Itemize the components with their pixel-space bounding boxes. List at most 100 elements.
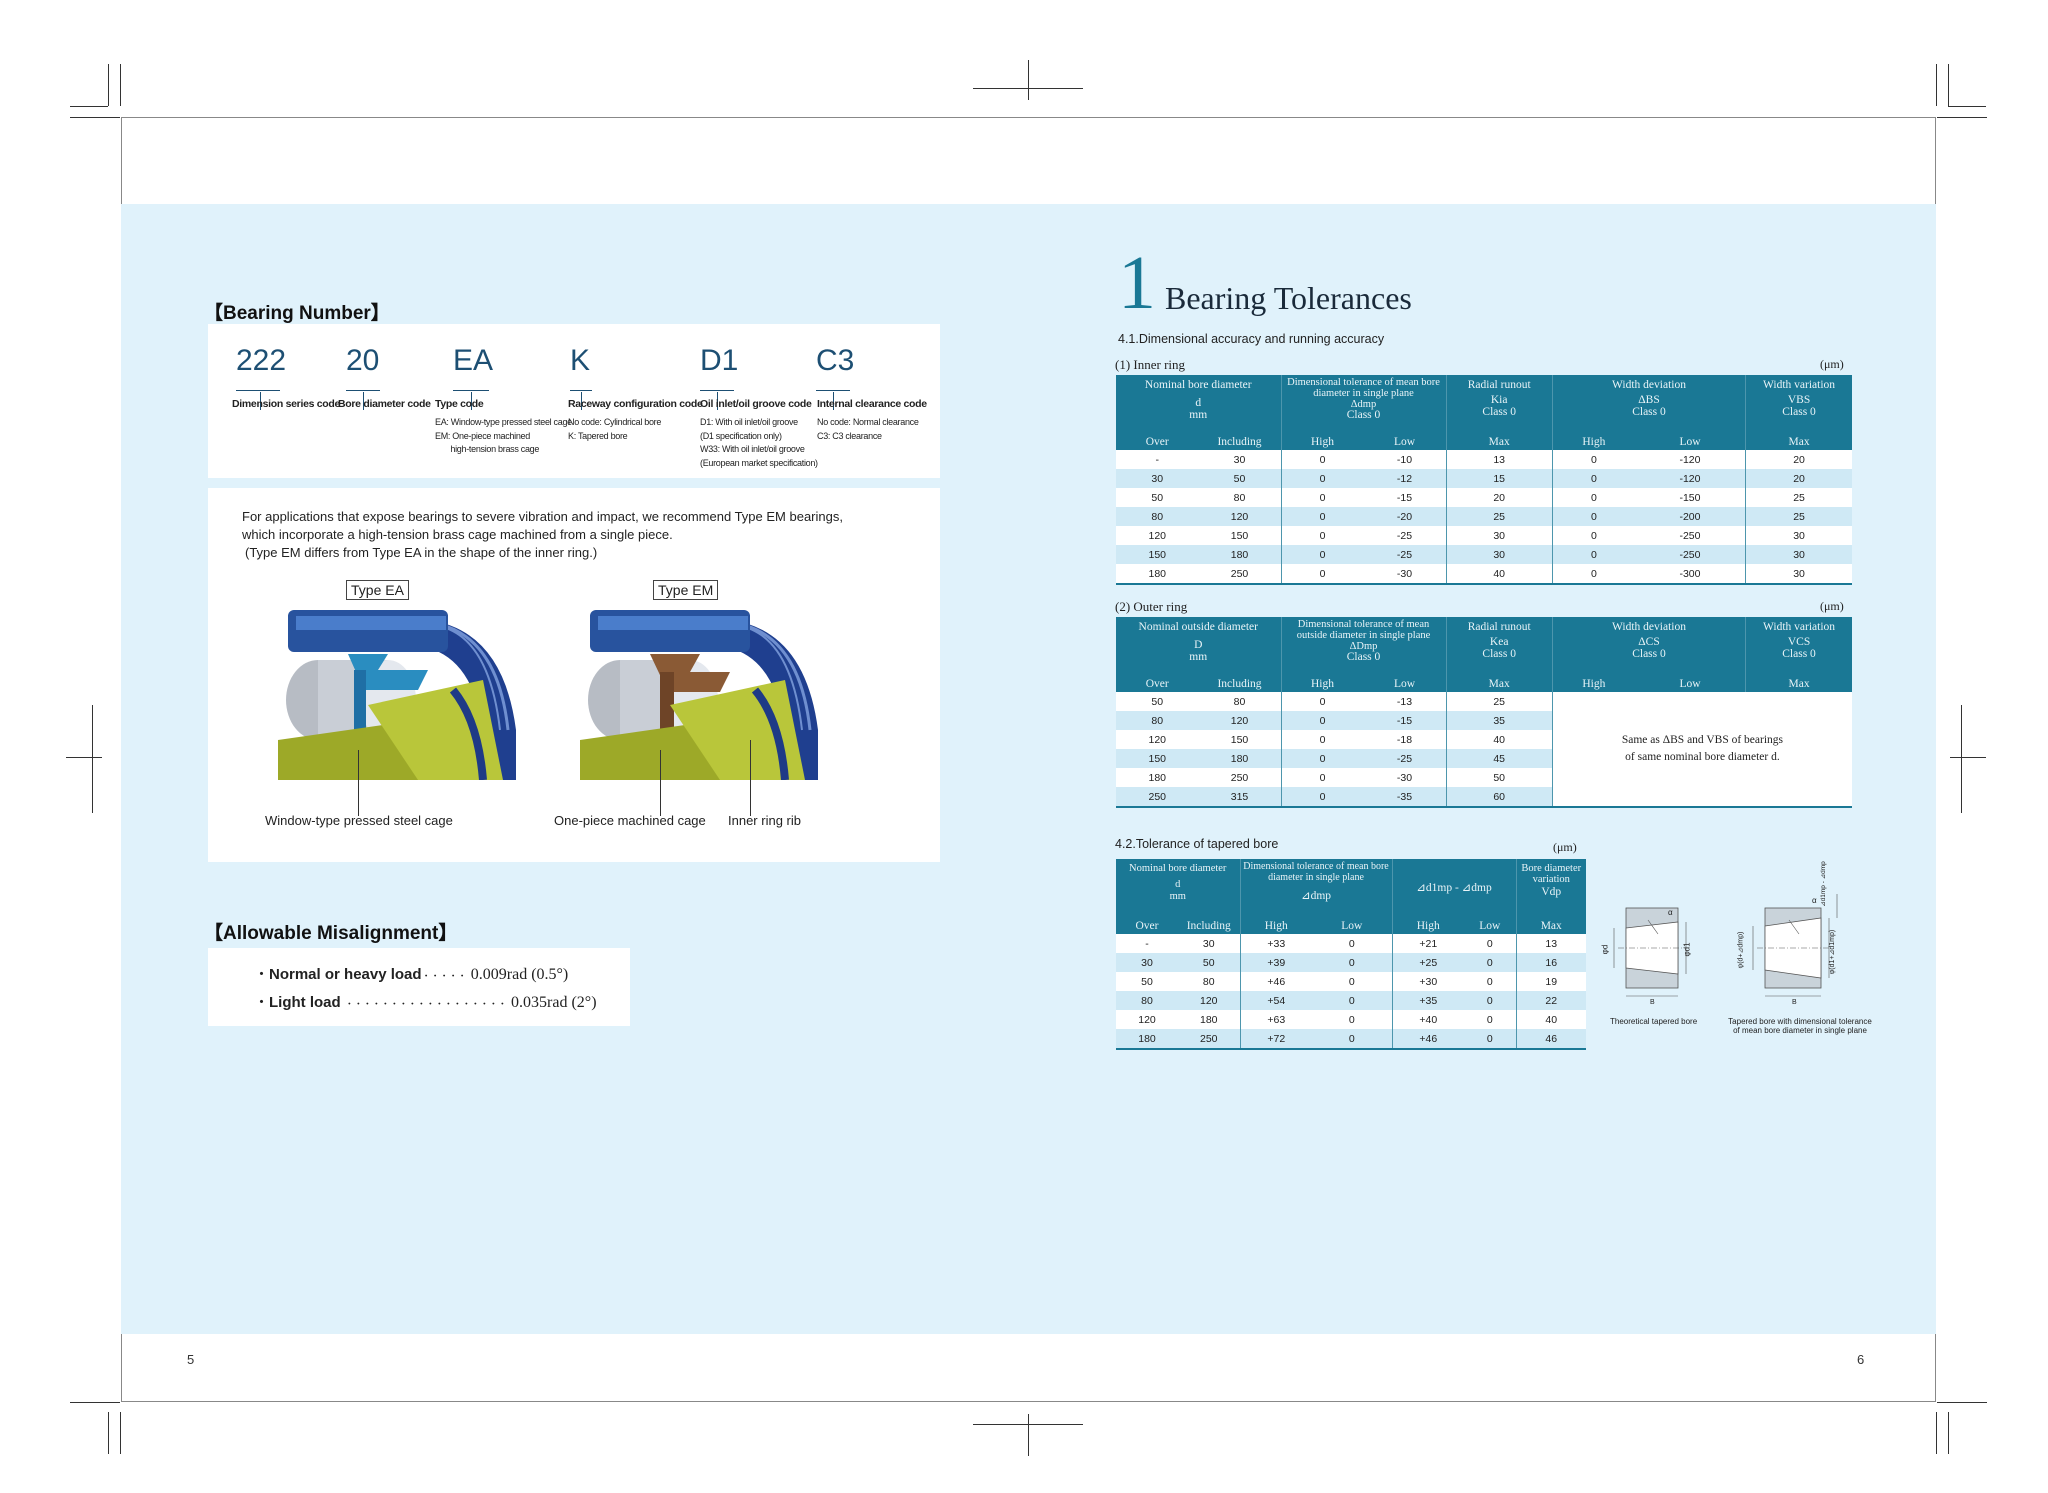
table-cell: 0 — [1552, 488, 1635, 507]
table-cell: 50 — [1178, 953, 1241, 972]
table-cell: -120 — [1634, 450, 1747, 469]
table-cell: 250 — [1198, 564, 1282, 585]
table-cell: 0 — [1281, 564, 1364, 585]
header-cell: Width deviation ΔBS Class 0 — [1552, 375, 1747, 433]
header-text: ⊿d1mp - ⊿dmp — [1416, 882, 1492, 894]
outer-ring-caption: (2) Outer ring — [1115, 599, 1188, 614]
subheader-cell: Low — [1312, 917, 1393, 934]
code-leader — [363, 392, 364, 410]
header-cell: Radial runout Kia Class 0 — [1446, 375, 1553, 433]
subheader-cell: High — [1392, 917, 1464, 934]
header-symbol: Kea — [1489, 636, 1509, 648]
table-cell: 50 — [1198, 469, 1282, 488]
table-cell: 80 — [1116, 507, 1199, 526]
table-cell: 15 — [1446, 469, 1553, 488]
outer-ring-table: Nominal outside diameter D mm Dimensiona… — [1116, 617, 1852, 808]
fig2-caption: Tapered bore with dimensional tolerance … — [1720, 1017, 1880, 1035]
fig-label-b: B — [1650, 999, 1655, 1006]
table-cell: 40 — [1446, 730, 1553, 749]
header-cell: Width deviation ΔCS Class 0 — [1552, 617, 1747, 675]
fig-label-diff: ⊿d1mp - ⊿dmp — [1819, 861, 1827, 907]
table-cell: 150 — [1198, 730, 1282, 749]
table-cell: 20 — [1745, 469, 1852, 488]
crop-mark — [108, 64, 109, 106]
crop-mark — [70, 106, 108, 107]
table-cell: -12 — [1363, 469, 1447, 488]
misalignment-box: ・Normal or heavy load・・・・・ 0.009rad (0.5… — [208, 948, 630, 1026]
crop-mark — [66, 757, 102, 758]
cage-info-box: For applications that expose bearings to… — [208, 488, 940, 862]
table-cell: 0 — [1552, 545, 1635, 564]
table-cell: 0 — [1281, 711, 1364, 730]
table-cell: +40 — [1392, 1010, 1464, 1029]
header-class: Class 0 — [1632, 406, 1666, 418]
crop-mark — [120, 1412, 121, 1454]
header-symbol: Vdp — [1541, 886, 1562, 898]
fig-label-alpha: α — [1668, 908, 1673, 917]
header-text: Radial runout — [1467, 379, 1531, 391]
table-cell: +30 — [1392, 972, 1464, 991]
table-cell: 0 — [1281, 507, 1364, 526]
header-cell: Radial runout Kea Class 0 — [1446, 617, 1553, 675]
table-cell: 120 — [1178, 991, 1241, 1010]
table-cell: +46 — [1240, 972, 1312, 991]
table-cell: 80 — [1198, 692, 1282, 711]
table-cell: 50 — [1116, 972, 1178, 991]
misalignment-row: ・Normal or heavy load・・・・・ 0.009rad (0.5… — [254, 963, 568, 984]
type-ea-bearing-illustration — [278, 610, 516, 780]
code-raceway: K — [570, 344, 592, 410]
header-class: Class 0 — [1482, 648, 1516, 660]
caption-leader — [660, 750, 661, 816]
header-cell: Dimensional tolerance of mean outside di… — [1281, 617, 1447, 675]
subheader-cell: Max — [1745, 675, 1852, 692]
cage-info-text: For applications that expose bearings to… — [242, 508, 843, 562]
table-cell: 150 — [1198, 526, 1282, 545]
bullet: ・ — [254, 966, 270, 983]
fig-label-b: B — [1792, 999, 1797, 1006]
table-cell: -250 — [1634, 526, 1747, 545]
unit-label: (μm) — [1820, 357, 1844, 371]
table-cell: 25 — [1446, 507, 1553, 526]
header-text: Dimensional tolerance of mean bore diame… — [1287, 377, 1440, 399]
table-cell: 40 — [1516, 1010, 1586, 1029]
table-cell: 0 — [1464, 991, 1517, 1010]
code-clearance: C3 — [816, 344, 854, 410]
table-cell: 0 — [1464, 953, 1517, 972]
table-cell: -13 — [1363, 692, 1447, 711]
table-cell: 180 — [1178, 1010, 1241, 1029]
header-cell: Width variation VCS Class 0 — [1745, 617, 1852, 675]
cage-info-line: (Type EM differs from Type EA in the sha… — [245, 545, 598, 560]
header-text: Dimensional tolerance of mean bore diame… — [1243, 861, 1389, 883]
subheader-cell: High — [1552, 433, 1635, 450]
table-cell: 80 — [1116, 711, 1199, 730]
code-underline — [816, 390, 850, 391]
table-cell: 180 — [1116, 564, 1199, 585]
table-cell: +21 — [1392, 934, 1464, 953]
table-cell: 250 — [1178, 1029, 1241, 1050]
header-symbol: ΔCS — [1638, 636, 1660, 648]
dot-leader: ・・・・・ — [421, 971, 467, 981]
header-class: Class 0 — [1632, 648, 1666, 660]
header-cell: Nominal bore diameter d mm — [1116, 375, 1282, 433]
type-em-label: Type EM — [653, 580, 719, 600]
subheader-cell: Low — [1634, 433, 1747, 450]
crop-mark — [1028, 1414, 1029, 1456]
subheader-cell: Max — [1446, 675, 1553, 692]
code-leader — [833, 392, 834, 410]
crop-mark — [1937, 1402, 1987, 1403]
table-cell: 30 — [1745, 564, 1852, 585]
cage-info-line: For applications that expose bearings to… — [242, 509, 843, 524]
fig-label-d-dmp: φ(d+⊿dmp) — [1737, 931, 1745, 969]
table-cell: 0 — [1312, 1010, 1393, 1029]
caption-ea: Window-type pressed steel cage — [265, 813, 453, 828]
table-cell: +39 — [1240, 953, 1312, 972]
table-cell: 150 — [1116, 545, 1199, 564]
table-cell: -30 — [1363, 768, 1447, 787]
header-symbol: Δdmp — [1350, 399, 1377, 410]
misalignment-value: 0.035rad (2°) — [511, 994, 597, 1011]
table-cell: 80 — [1198, 488, 1282, 507]
misalignment-title: 【Allowable Misalignment】 — [204, 923, 458, 944]
